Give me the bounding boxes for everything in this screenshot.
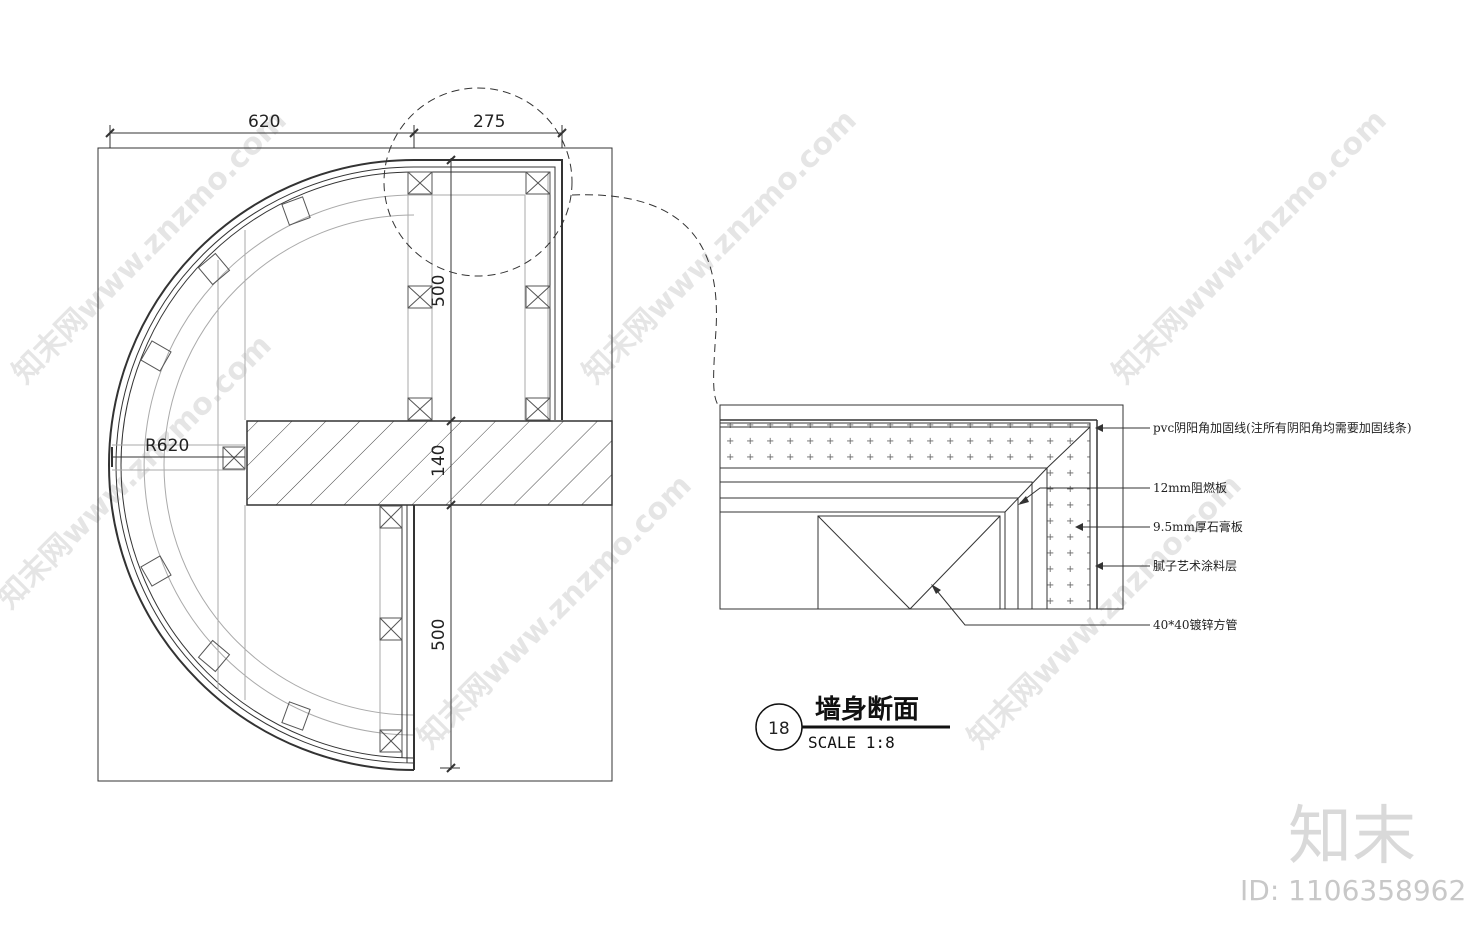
fire-board-layer [720, 467, 1048, 609]
callout-paint: 腻子艺术涂料层 [1153, 558, 1237, 573]
dim-label-620: 620 [248, 112, 280, 132]
partition-hatched [246, 420, 613, 506]
detail-callout-leader [571, 194, 719, 406]
dim-label-140: 140 [429, 445, 449, 477]
watermark-text: 知末网www.znzmo.com [576, 103, 864, 391]
watermark-text: 知末网www.znzmo.com [411, 468, 699, 756]
callout-pvc-corner: pvc阴阳角加固线(注所有阴阳角均需要加固线条) [1153, 420, 1412, 435]
drawing-number: 18 [768, 719, 790, 739]
curved-wall-inner [143, 194, 415, 736]
radius-label: R620 [145, 436, 189, 456]
brand-logo-text: 知末 [1288, 800, 1416, 874]
straight-wall-upper [414, 159, 563, 420]
leader-arrows [931, 424, 1103, 594]
dim-label-500-lower: 500 [429, 619, 449, 651]
callout-gypsum: 9.5mm厚石膏板 [1153, 519, 1243, 534]
steel-tubes-plan [140, 171, 551, 753]
dim-label-275: 275 [473, 112, 505, 132]
drawing-scale: SCALE 1:8 [808, 733, 895, 752]
callout-leaders [932, 427, 1150, 626]
curved-wall-outer [108, 159, 415, 771]
plan-view [97, 87, 719, 782]
watermark-text: 知末网www.znzmo.com [961, 468, 1249, 756]
title-block: 18 墙身断面 SCALE 1:8 [755, 694, 950, 752]
detail-callout-circle [383, 87, 573, 277]
callout-fire-board: 12mm阻燃板 [1153, 480, 1227, 495]
steel-tube-section [817, 515, 1001, 610]
image-id-text: ID: 1106358962 [1240, 874, 1466, 907]
callout-steel-tube: 40*40镀锌方管 [1153, 617, 1238, 632]
section-detail [719, 404, 1150, 626]
drawing-title: 墙身断面 [815, 694, 919, 725]
dim-label-500-upper: 500 [429, 275, 449, 307]
watermark-text: 知末网www.znzmo.com [1106, 103, 1394, 391]
